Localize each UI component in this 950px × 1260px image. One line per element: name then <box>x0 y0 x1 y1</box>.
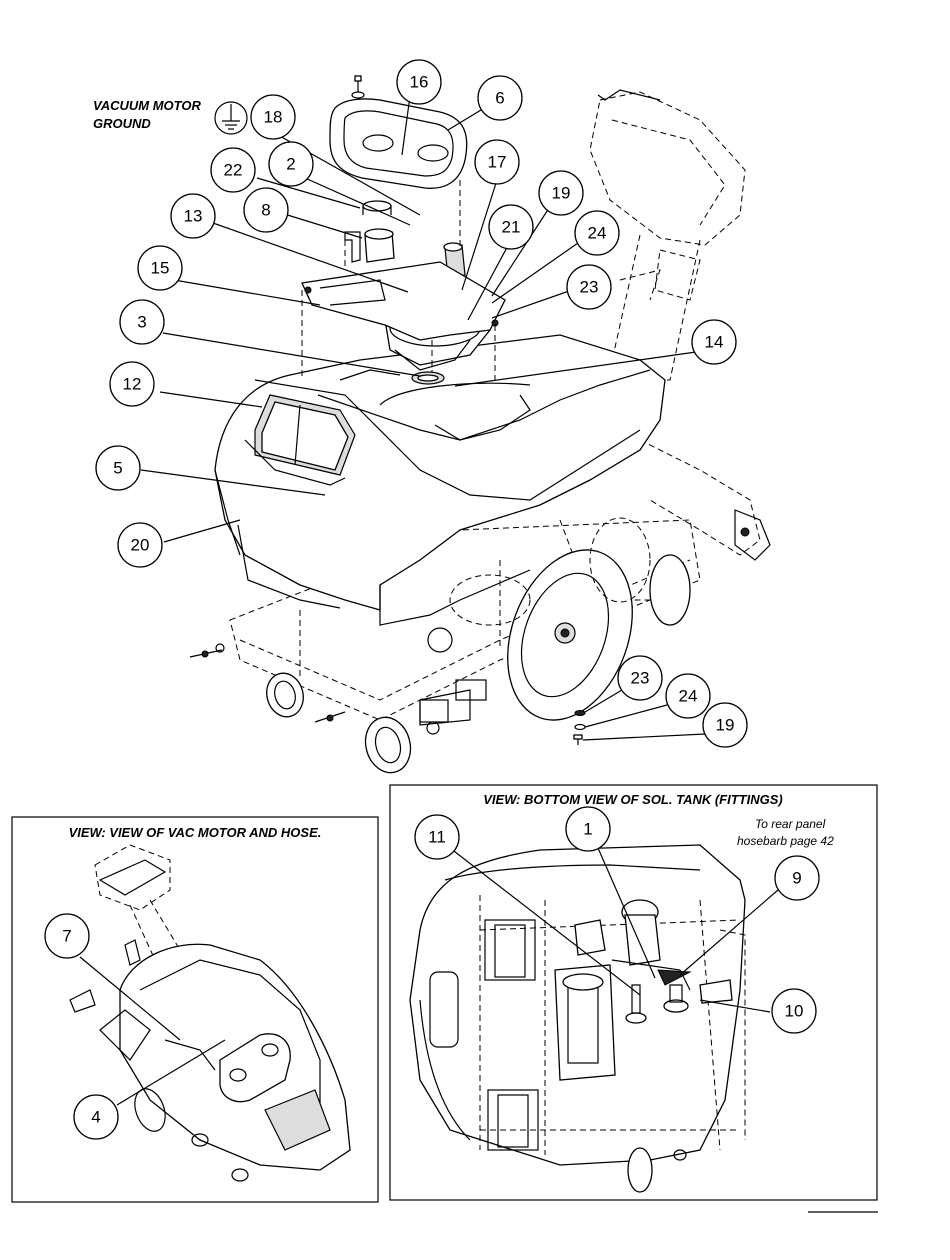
callout-21: 21 <box>489 205 533 249</box>
svg-text:22: 22 <box>224 161 243 180</box>
svg-text:18: 18 <box>264 108 283 127</box>
svg-text:5: 5 <box>113 459 122 478</box>
svg-text:24: 24 <box>588 224 607 243</box>
vacuum-motor-ground-label-line2: GROUND <box>93 116 151 131</box>
svg-text:12: 12 <box>123 375 142 394</box>
rear-panel-note-line1: To rear panel <box>755 817 826 831</box>
svg-text:14: 14 <box>705 333 724 352</box>
callout-1: 1 <box>566 807 610 851</box>
vacuum-motor-ground-label-line1: VACUUM MOTOR <box>93 98 201 113</box>
callout-22: 22 <box>211 148 255 192</box>
svg-text:23: 23 <box>631 669 650 688</box>
svg-text:19: 19 <box>552 184 571 203</box>
callout-19-top: 19 <box>539 171 583 215</box>
svg-text:13: 13 <box>184 207 203 226</box>
callout-9: 9 <box>775 856 819 900</box>
callout-24-bottom: 24 <box>666 674 710 718</box>
callout-14: 14 <box>692 320 736 364</box>
rear-panel-note-line2: hosebarb page 42 <box>737 834 834 848</box>
svg-text:19: 19 <box>716 716 735 735</box>
callout-23-top: 23 <box>567 265 611 309</box>
svg-text:20: 20 <box>131 536 150 555</box>
bottom-view-title: VIEW: BOTTOM VIEW OF SOL. TANK (FITTINGS… <box>483 792 782 807</box>
callout-6: 6 <box>478 76 522 120</box>
callout-16: 16 <box>397 60 441 104</box>
svg-text:2: 2 <box>286 155 295 174</box>
callout-2: 2 <box>269 142 313 186</box>
svg-text:1: 1 <box>583 820 592 839</box>
svg-text:16: 16 <box>410 73 429 92</box>
vac-motor-view-title: VIEW: VIEW OF VAC MOTOR AND HOSE. <box>69 825 322 840</box>
callout-18: 18 <box>251 95 295 139</box>
callout-7: 7 <box>45 914 89 958</box>
svg-text:4: 4 <box>91 1108 100 1127</box>
svg-text:8: 8 <box>261 201 270 220</box>
svg-text:17: 17 <box>488 153 507 172</box>
callout-11: 11 <box>415 815 459 859</box>
callout-24-top: 24 <box>575 211 619 255</box>
callout-8: 8 <box>244 188 288 232</box>
callout-3: 3 <box>120 300 164 344</box>
svg-text:9: 9 <box>792 869 801 888</box>
svg-text:11: 11 <box>428 828 446 847</box>
svg-text:15: 15 <box>151 259 170 278</box>
callout-12: 12 <box>110 362 154 406</box>
svg-text:7: 7 <box>62 927 71 946</box>
callout-10: 10 <box>772 989 816 1033</box>
svg-text:10: 10 <box>785 1002 804 1021</box>
callout-5: 5 <box>96 446 140 490</box>
callout-4: 4 <box>74 1095 118 1139</box>
svg-text:23: 23 <box>580 278 599 297</box>
svg-text:3: 3 <box>137 313 146 332</box>
svg-text:6: 6 <box>495 89 504 108</box>
vac-motor-view-panel: VIEW: VIEW OF VAC MOTOR AND HOSE. 7 4 <box>12 817 378 1202</box>
bottom-view-panel: VIEW: BOTTOM VIEW OF SOL. TANK (FITTINGS… <box>390 785 877 1200</box>
callout-17: 17 <box>475 140 519 184</box>
svg-text:24: 24 <box>679 687 698 706</box>
ground-symbol-icon <box>215 102 247 134</box>
callout-20: 20 <box>118 523 162 567</box>
callout-19-bottom: 19 <box>703 703 747 747</box>
callout-15: 15 <box>138 246 182 290</box>
callout-13: 13 <box>171 194 215 238</box>
svg-text:21: 21 <box>502 218 521 237</box>
callout-23-bottom: 23 <box>618 656 662 700</box>
